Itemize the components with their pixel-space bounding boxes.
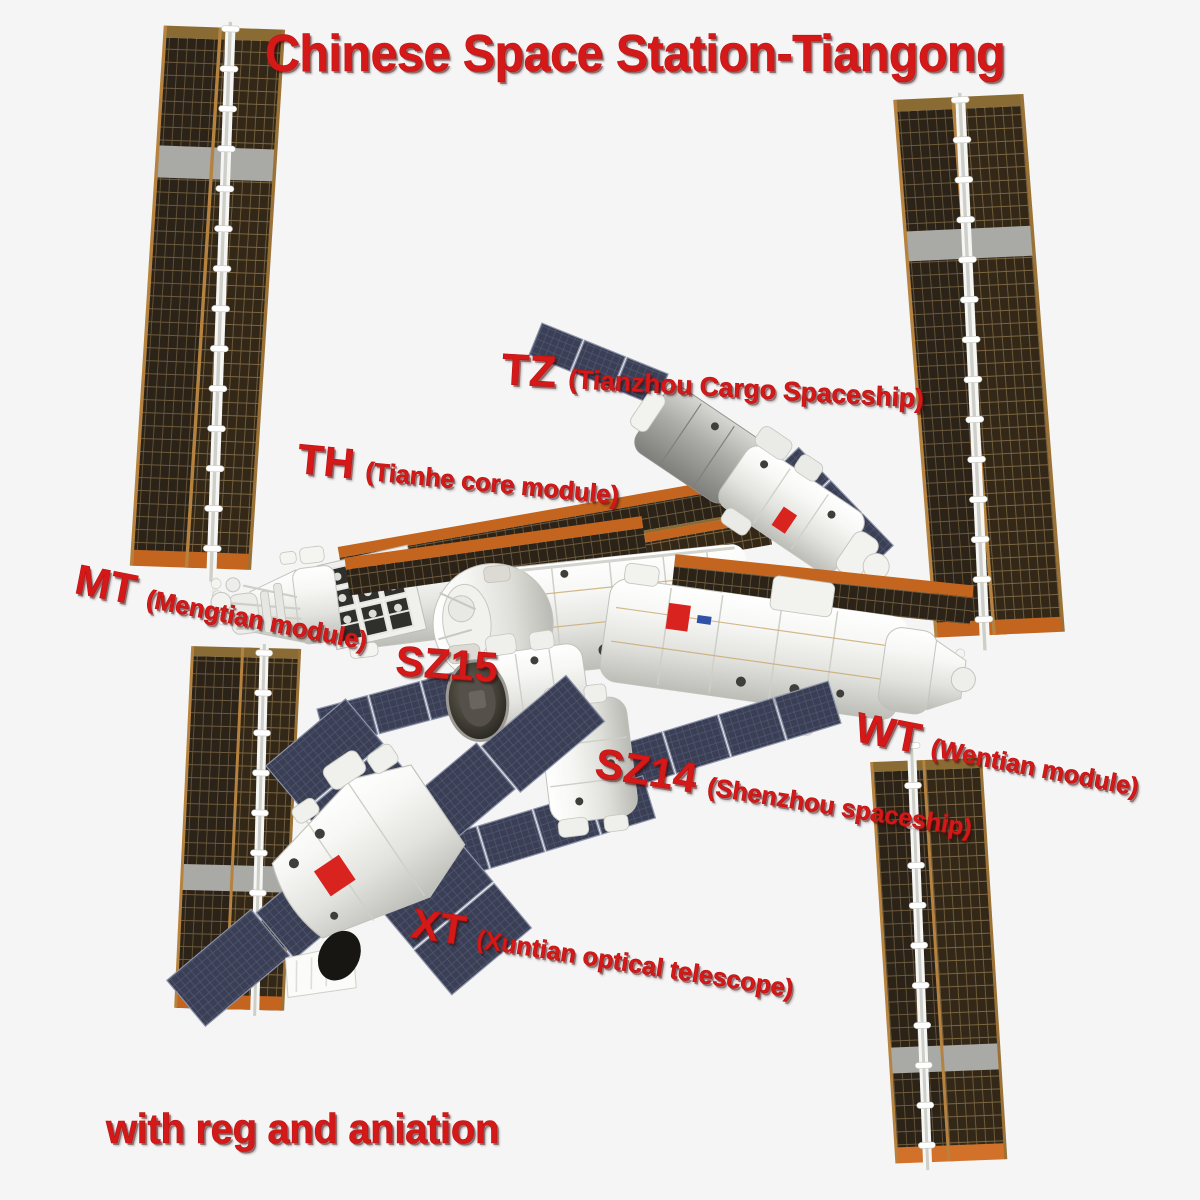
xuntian-optical-telescope — [165, 674, 606, 1028]
array-mast — [950, 92, 994, 651]
engine-nozzle — [445, 659, 510, 743]
flag-marking — [771, 506, 798, 534]
array-mast — [203, 21, 240, 582]
label-sz15: SZ15 — [394, 637, 500, 692]
label-xuntian-abbr: XT — [408, 899, 470, 955]
label-sz15-abbr: SZ15 — [394, 637, 500, 692]
page-title: Chinese Space Station-Tiangong — [265, 25, 1006, 83]
label-tianhe-abbr: TH — [295, 435, 358, 488]
tianzhou-cargo-spaceship — [528, 322, 895, 580]
flag-marking — [313, 854, 356, 897]
solar-array-top-right — [893, 92, 1065, 690]
mengtian-airlock — [210, 565, 342, 645]
tianhe-array-left — [344, 516, 647, 596]
footer-note: with reg and aniation — [106, 1105, 500, 1152]
array-mast — [902, 738, 936, 1171]
xuntian-body — [271, 743, 466, 999]
wentian-airlock — [878, 627, 976, 715]
flag-marking — [665, 602, 691, 632]
solar-array-top-left — [129, 21, 286, 626]
label-tianzhou-abbr: TZ — [500, 345, 559, 398]
wentian-module — [599, 554, 976, 736]
solar-array-bottom-right — [870, 738, 1008, 1171]
